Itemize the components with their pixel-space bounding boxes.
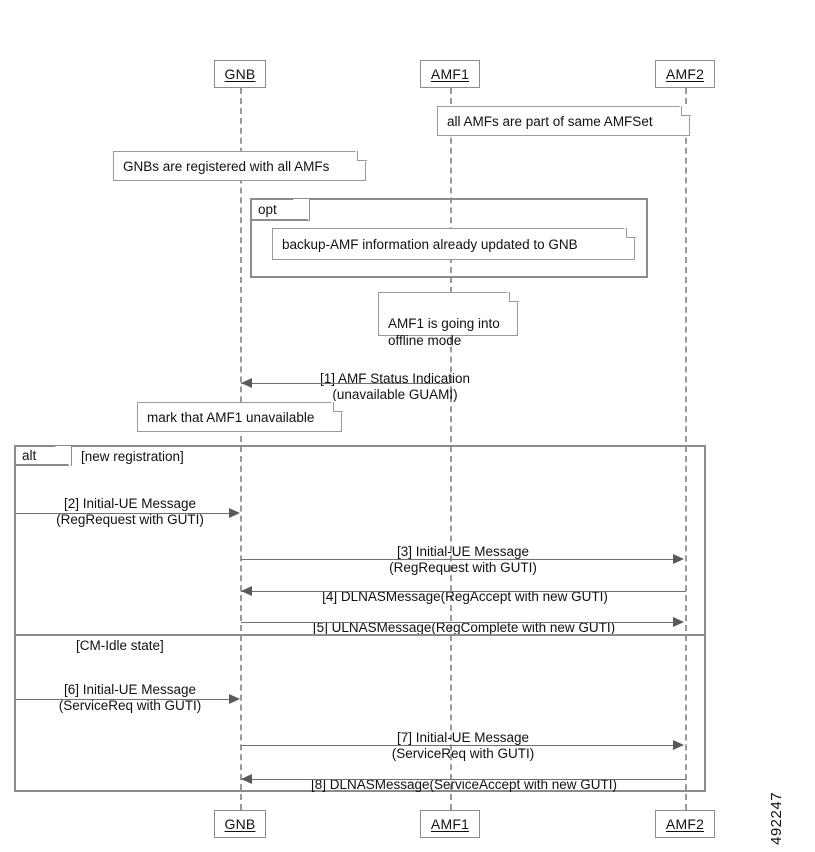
message-5-label: [5] ULNASMessage(RegComplete with new GU… [250, 603, 678, 636]
message-4-line [241, 591, 686, 592]
fragment-tab-slant-icon [55, 446, 71, 468]
message-7-line [241, 745, 674, 746]
note-fold-corner-icon [356, 150, 367, 161]
message-3-label: [3] Initial-UE Message (RegRequest with … [322, 527, 604, 577]
opt-fragment-tab: opt [252, 199, 310, 221]
message-8-label: [8] DLNASMessage(ServiceAccept with new … [250, 760, 678, 793]
note-mark-amf1-unavailable: mark that AMF1 unavailable [137, 401, 343, 432]
note-gnb-registered: GNBs are registered with all AMFs [113, 150, 367, 181]
alt-fragment-guard-2: [CM-Idle state] [76, 638, 164, 653]
message-8-arrowhead [241, 774, 252, 784]
participant-amf1-bottom-label: AMF1 [430, 816, 470, 832]
message-3-arrowhead [673, 554, 684, 564]
message-5-text: [5] ULNASMessage(RegComplete with new GU… [312, 619, 616, 635]
message-1-line [241, 383, 450, 384]
note-amfset: all AMFs are part of same AMFSet [437, 105, 691, 136]
message-5-line [241, 622, 674, 623]
participant-amf2-bottom[interactable]: AMF2 [655, 810, 715, 838]
alt-fragment-guard-1-text: [new registration] [81, 449, 184, 464]
figure-id-text: 492247 [768, 791, 785, 845]
message-4-label: [4] DLNASMessage(RegAccept with new GUTI… [258, 572, 672, 605]
message-6-label: [6] Initial-UE Message (ServiceReq with … [25, 665, 235, 715]
lifeline-amf1 [450, 88, 452, 810]
message-3-line [241, 559, 674, 560]
participant-amf1-top-label: AMF1 [430, 66, 470, 82]
alt-fragment-operator: alt [22, 448, 37, 463]
participant-amf2-top-label: AMF2 [665, 66, 705, 82]
message-1-label: [1] AMF Status Indication (unavailable G… [255, 354, 535, 404]
note-amfset-text: all AMFs are part of same AMFSet [447, 113, 653, 129]
note-backup-amf: backup-AMF information already updated t… [272, 227, 636, 260]
alt-fragment [14, 445, 706, 792]
note-fold-corner-icon [332, 401, 343, 412]
message-6-text: [6] Initial-UE Message (ServiceReq with … [58, 681, 202, 714]
message-7-label: [7] Initial-UE Message (ServiceReq with … [322, 713, 604, 763]
participant-amf2-bottom-label: AMF2 [665, 816, 705, 832]
message-3-text: [3] Initial-UE Message (RegRequest with … [389, 543, 537, 576]
lifeline-amf2 [685, 88, 687, 810]
participant-gnb-top-label: GNB [224, 66, 256, 82]
participant-gnb-top[interactable]: GNB [214, 60, 266, 88]
message-8-line [241, 779, 686, 780]
note-gnb-registered-text: GNBs are registered with all AMFs [123, 158, 330, 174]
alt-fragment-guard-2-text: [CM-Idle state] [76, 638, 164, 653]
message-5-arrowhead [673, 617, 684, 627]
note-fold-corner-icon [508, 291, 519, 302]
participant-amf2-top[interactable]: AMF2 [655, 60, 715, 88]
message-4-text: [4] DLNASMessage(RegAccept with new GUTI… [322, 588, 608, 604]
participant-gnb-bottom[interactable]: GNB [214, 810, 266, 838]
message-2-arrowhead [229, 508, 240, 518]
note-fold-corner-icon [680, 105, 691, 116]
participant-gnb-bottom-label: GNB [224, 816, 256, 832]
message-6-arrowhead [229, 694, 240, 704]
opt-fragment-operator: opt [258, 202, 277, 217]
participant-amf1-bottom[interactable]: AMF1 [420, 810, 480, 838]
opt-fragment: opt [250, 198, 648, 278]
note-amf1-offline-text: AMF1 is going into offline mode [388, 316, 500, 348]
note-backup-amf-text: backup-AMF information already updated t… [282, 236, 578, 252]
alt-fragment-divider [14, 634, 706, 636]
alt-fragment-guard-1: [new registration] [81, 449, 184, 464]
participant-amf1-top[interactable]: AMF1 [420, 60, 480, 88]
message-2-text: [2] Initial-UE Message (RegRequest with … [56, 495, 204, 528]
note-fold-corner-icon [625, 227, 636, 238]
note-amf1-offline: AMF1 is going into offline mode [378, 291, 519, 348]
message-6-line [16, 699, 230, 700]
fragment-tab-slant-icon [293, 199, 309, 221]
message-1-arrowhead [241, 378, 252, 388]
figure-id: 492247 [768, 792, 785, 845]
message-1-text: [1] AMF Status Indication (unavailable G… [319, 370, 471, 403]
message-7-arrowhead [673, 740, 684, 750]
message-7-text: [7] Initial-UE Message (ServiceReq with … [391, 729, 535, 762]
lifeline-gnb [240, 88, 242, 810]
message-8-text: [8] DLNASMessage(ServiceAccept with new … [310, 776, 618, 792]
message-2-line [16, 513, 230, 514]
note-mark-amf1-unavailable-text: mark that AMF1 unavailable [147, 409, 315, 425]
message-2-label: [2] Initial-UE Message (RegRequest with … [25, 479, 235, 529]
message-4-arrowhead [241, 586, 252, 596]
alt-fragment-tab: alt [14, 445, 72, 468]
